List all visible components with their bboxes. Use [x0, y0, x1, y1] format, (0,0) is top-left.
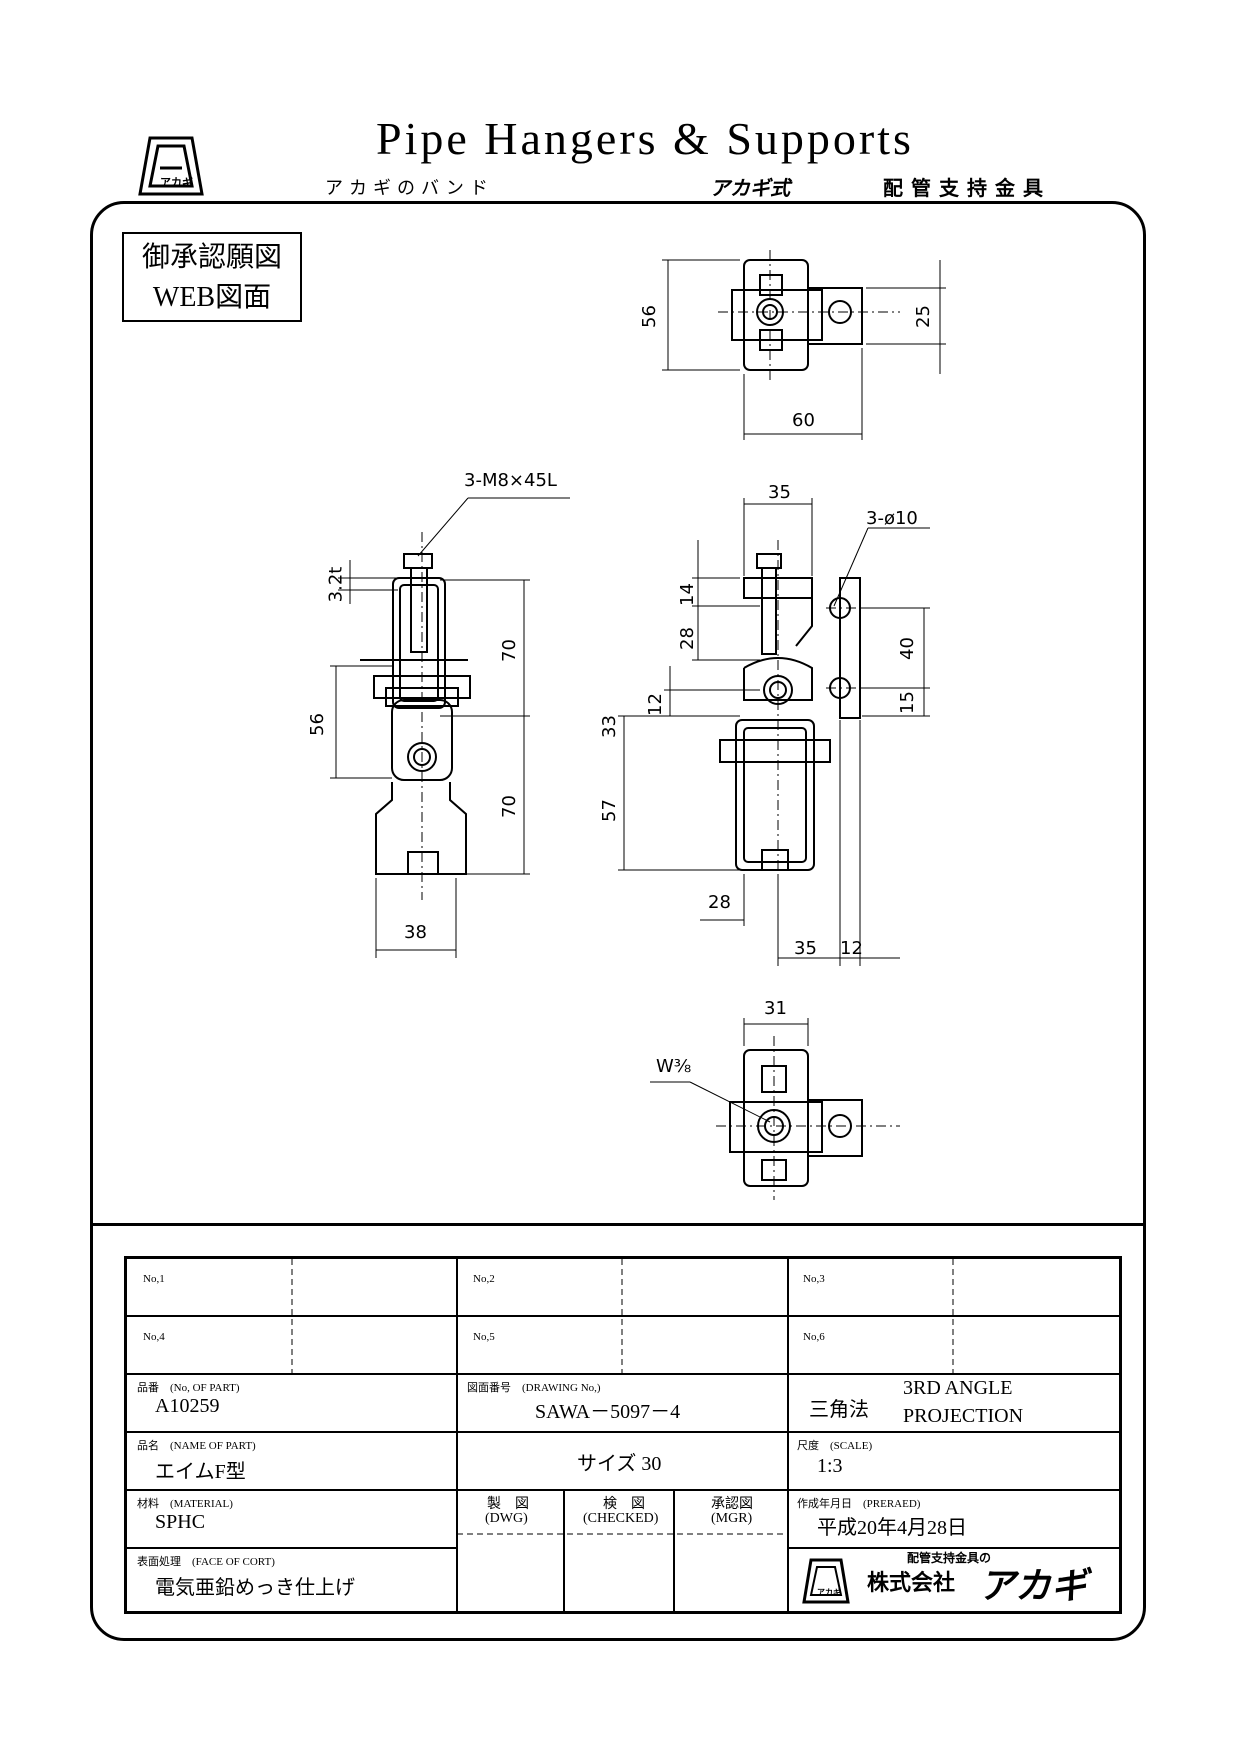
dim-front-3-2t: 3.2t — [325, 566, 347, 603]
dim-top-25: 25 — [912, 305, 934, 328]
projection-en-1: 3RD ANGLE — [903, 1377, 1013, 1399]
size-value: サイズ 30 — [577, 1453, 662, 1475]
subtitle-left: アカギのバンド — [325, 178, 494, 199]
scale-label: 尺度 (SCALE) — [797, 1440, 873, 1452]
dim-side-28b: 28 — [708, 892, 731, 913]
scale-value: 1:3 — [817, 1455, 843, 1477]
bottom-view — [650, 1018, 900, 1200]
company-tagline: 配管支持金具の — [907, 1551, 992, 1565]
part-name-label: 品名 (NAME OF PART) — [137, 1440, 256, 1452]
title-block: No,1 No,2 No,3 No,4 No,5 No,6 品番 (No, OF… — [124, 1256, 1122, 1614]
title-block-grid — [127, 1259, 1119, 1611]
dim-thread-spec: W⅜ — [656, 1056, 692, 1077]
projection-jp: 三角法 — [809, 1399, 869, 1421]
front-view — [330, 497, 570, 958]
revision-no-4: No,4 — [143, 1331, 165, 1343]
material-value: SPHC — [155, 1511, 206, 1533]
finish-label: 表面処理 (FACE OF CORT) — [137, 1556, 275, 1568]
revision-no-2: No,2 — [473, 1273, 495, 1285]
revision-no-6: No,6 — [803, 1331, 825, 1343]
dim-side-28: 28 — [676, 627, 698, 650]
frame-divider — [92, 1223, 1144, 1226]
dim-bolt-spec: 3-M8×45L — [464, 470, 557, 491]
dim-side-35b: 35 — [794, 938, 817, 959]
projection-en-2: PROJECTION — [903, 1405, 1024, 1427]
checked-label-jp: 検 図 — [603, 1497, 645, 1512]
dwg-label-jp: 製 図 — [487, 1497, 529, 1512]
logo-icon: アカギ — [136, 134, 206, 198]
company-name: アカギ — [979, 1566, 1088, 1607]
mgr-label-jp: 承認図 — [711, 1497, 753, 1512]
dim-side-33: 33 — [598, 715, 620, 738]
material-label: 材料 (MATERIAL) — [137, 1498, 233, 1510]
dim-bottom-31: 31 — [764, 998, 787, 1019]
company-logo-icon: アカギ — [801, 1557, 851, 1605]
dim-side-12: 12 — [644, 693, 666, 716]
approval-box: 御承認願図 WEB図面 — [122, 232, 302, 322]
mgr-label-en: (MGR) — [711, 1511, 753, 1526]
dim-side-14: 14 — [676, 583, 698, 606]
dim-top-56: 56 — [638, 305, 660, 328]
logo-text: アカギ — [160, 176, 193, 189]
date-value: 平成20年4月28日 — [817, 1517, 967, 1539]
finish-value: 電気亜鉛めっき仕上げ — [155, 1577, 355, 1599]
part-no-value: A10259 — [155, 1395, 220, 1417]
dim-side-15: 15 — [896, 691, 918, 714]
dwg-label-en: (DWG) — [485, 1511, 528, 1526]
date-label: 作成年月日 (PRERAED) — [797, 1498, 921, 1510]
top-view — [662, 250, 946, 440]
part-name-value: エイムF型 — [155, 1461, 246, 1483]
subtitle-right: 配管支持金具 — [883, 176, 1051, 200]
dim-side-40: 40 — [896, 637, 918, 660]
approval-line-2: WEB図面 — [152, 282, 272, 313]
drawing-no-label: 図面番号 (DRAWING No,) — [467, 1382, 601, 1394]
revision-no-5: No,5 — [473, 1331, 495, 1343]
dim-front-70b: 70 — [498, 795, 520, 818]
drawing-no-value: SAWA－5097－4 — [535, 1401, 681, 1423]
dim-side-12b: 12 — [840, 938, 863, 959]
revision-no-3: No,3 — [803, 1273, 825, 1285]
dim-front-38: 38 — [404, 922, 427, 943]
revision-no-1: No,1 — [143, 1273, 165, 1285]
company-logo-text: アカギ — [817, 1588, 841, 1597]
dim-side-35: 35 — [768, 482, 791, 503]
dim-side-57: 57 — [598, 799, 620, 822]
subtitle-brand: アカギ式 — [710, 176, 790, 200]
dim-hole-spec: 3-ø10 — [866, 508, 918, 529]
approval-line-1: 御承認願図 — [141, 242, 282, 273]
dim-front-56: 56 — [306, 713, 328, 736]
dim-front-70a: 70 — [498, 639, 520, 662]
drawing-frame — [90, 201, 1146, 1641]
side-view — [618, 498, 930, 966]
company-type: 株式会社 — [867, 1571, 956, 1596]
part-no-label: 品番 (No, OF PART) — [137, 1382, 240, 1394]
technical-drawing — [330, 250, 946, 1200]
dim-top-60: 60 — [792, 410, 815, 431]
page-title: Pipe Hangers & Supports — [376, 113, 914, 164]
checked-label-en: (CHECKED) — [583, 1511, 659, 1526]
